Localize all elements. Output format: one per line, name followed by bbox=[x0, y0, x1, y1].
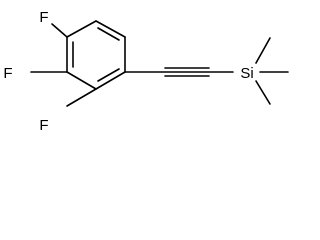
triple-bond bbox=[124, 67, 234, 77]
atom-label-silicon: Si bbox=[240, 65, 253, 82]
atom-label-f-mid: F bbox=[3, 65, 12, 82]
ring-bond-c4-c5 bbox=[95, 71, 126, 90]
ring-bond-c5-c6 bbox=[66, 71, 97, 90]
benzene-ring bbox=[66, 20, 126, 90]
atom-label-f-bottom: F bbox=[39, 117, 48, 134]
bond-si-methyl-top bbox=[255, 37, 271, 64]
bond-c-f-bottom bbox=[66, 88, 97, 107]
ring-double-bond-inner-bottom bbox=[97, 68, 120, 82]
ring-bond-c2-c3 bbox=[95, 20, 126, 38]
atom-label-f-top: F bbox=[39, 9, 48, 26]
bond-c-f-top bbox=[51, 23, 68, 38]
structure-diagram: F F F Si bbox=[3, 9, 289, 134]
bond-si-methyl-bottom bbox=[255, 80, 271, 105]
ring-double-bond-inner-top bbox=[97, 27, 120, 41]
ring-bond-c1-c2 bbox=[66, 20, 97, 38]
